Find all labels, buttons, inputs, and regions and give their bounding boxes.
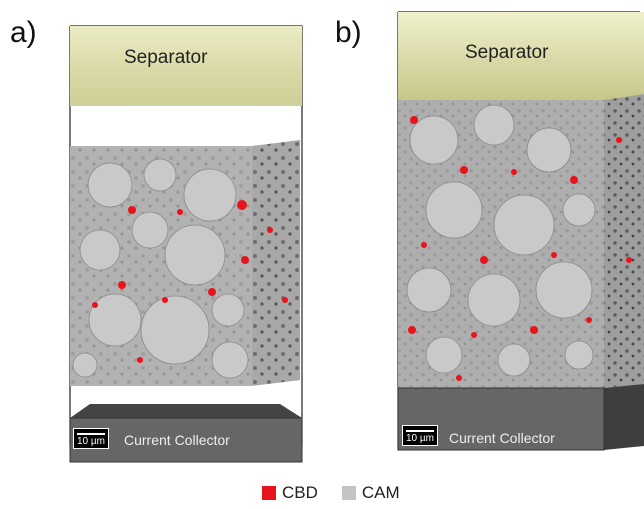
collector-label-b: Current Collector <box>449 430 555 446</box>
legend-swatch-cbd <box>262 486 276 500</box>
separator-layer-b <box>398 12 644 100</box>
legend-label-cbd: CBD <box>282 483 318 502</box>
legend-label-cam: CAM <box>361 483 400 502</box>
separator-layer-a <box>70 26 302 106</box>
scale-bar-a: 10 µm <box>73 428 109 449</box>
legend: CBD CAM <box>262 483 400 503</box>
electrode-a <box>70 140 300 386</box>
collector-a <box>69 404 303 463</box>
panel-a-stack <box>69 25 303 463</box>
electrode-b <box>398 94 644 388</box>
separator-label-b: Separator <box>465 42 549 63</box>
collector-label-a: Current Collector <box>124 432 230 448</box>
panel-b-stack <box>397 11 644 451</box>
legend-swatch-cam <box>341 486 356 500</box>
scale-bar-b: 10 µm <box>402 425 438 446</box>
panel-b-label: b) <box>335 16 362 49</box>
panel-a-label: a) <box>10 16 37 49</box>
separator-label-a: Separator <box>124 47 208 68</box>
